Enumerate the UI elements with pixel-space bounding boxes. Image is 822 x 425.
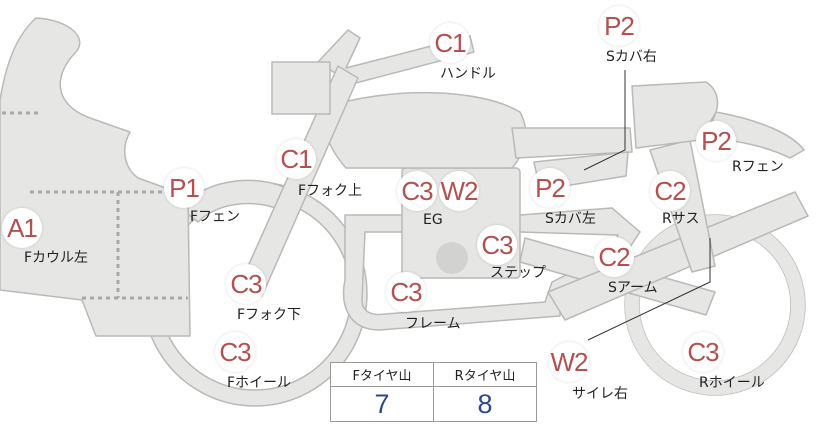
badge-f-fork-lower[interactable]: C3 [226, 264, 266, 304]
badge-f-wheel[interactable]: C3 [215, 332, 255, 372]
label-f-wheel: Fホイール [227, 375, 292, 391]
label-f-cowl-left: Fカウル左 [24, 250, 89, 266]
badge-step[interactable]: C3 [477, 225, 517, 265]
front-cowl-shape [0, 17, 191, 337]
badge-swingarm[interactable]: C2 [594, 237, 634, 277]
muffler-shape [547, 191, 809, 321]
label-engine: EG [423, 212, 443, 228]
rear-tread-header: Rタイヤ山 [433, 362, 537, 387]
seat-shape [511, 127, 633, 159]
front-tread-value[interactable]: 7 [330, 386, 434, 422]
rear-tread-value[interactable]: 8 [433, 386, 537, 422]
label-step: ステップ [490, 265, 546, 281]
badge-handle[interactable]: C1 [430, 23, 470, 63]
badge-r-sus[interactable]: C2 [650, 171, 690, 211]
label-muffler-right: サイレ右 [572, 386, 628, 402]
label-s-cover-left: Sカバ左 [545, 211, 596, 227]
label-s-cover-right: Sカバ右 [606, 49, 657, 65]
label-handle: ハンドル [440, 66, 496, 82]
badge-muffler-right[interactable]: W2 [549, 342, 589, 382]
badge-r-fender[interactable]: P2 [696, 121, 736, 161]
label-f-fork-lower: Fフォク下 [237, 307, 302, 323]
badge-engine-2[interactable]: W2 [439, 171, 479, 211]
badge-s-cover-left[interactable]: P2 [530, 168, 570, 208]
badge-frame[interactable]: C3 [386, 272, 426, 312]
badge-f-fender[interactable]: P1 [164, 168, 204, 208]
label-frame: フレーム [405, 316, 461, 332]
label-r-fender: Rフェン [732, 159, 784, 175]
label-r-wheel: Rホイール [699, 375, 765, 391]
tire-tread-table: Fタイヤ山 Rタイヤ山 7 8 [330, 362, 537, 422]
label-f-fender: Fフェン [190, 209, 241, 225]
badge-f-fork-upper[interactable]: C1 [276, 139, 316, 179]
badge-engine-1[interactable]: C3 [397, 171, 437, 211]
handlebar-shape [317, 29, 475, 85]
badge-f-cowl-left[interactable]: A1 [2, 208, 42, 248]
badge-r-wheel[interactable]: C3 [683, 332, 723, 372]
fuel-tank-shape [321, 91, 527, 169]
front-tread-header: Fタイヤ山 [330, 362, 434, 387]
badge-s-cover-right[interactable]: P2 [599, 6, 639, 46]
label-r-sus: Rサス [662, 211, 700, 227]
label-f-fork-upper: Fフォク上 [298, 183, 363, 199]
label-swingarm: Sアーム [608, 280, 658, 296]
